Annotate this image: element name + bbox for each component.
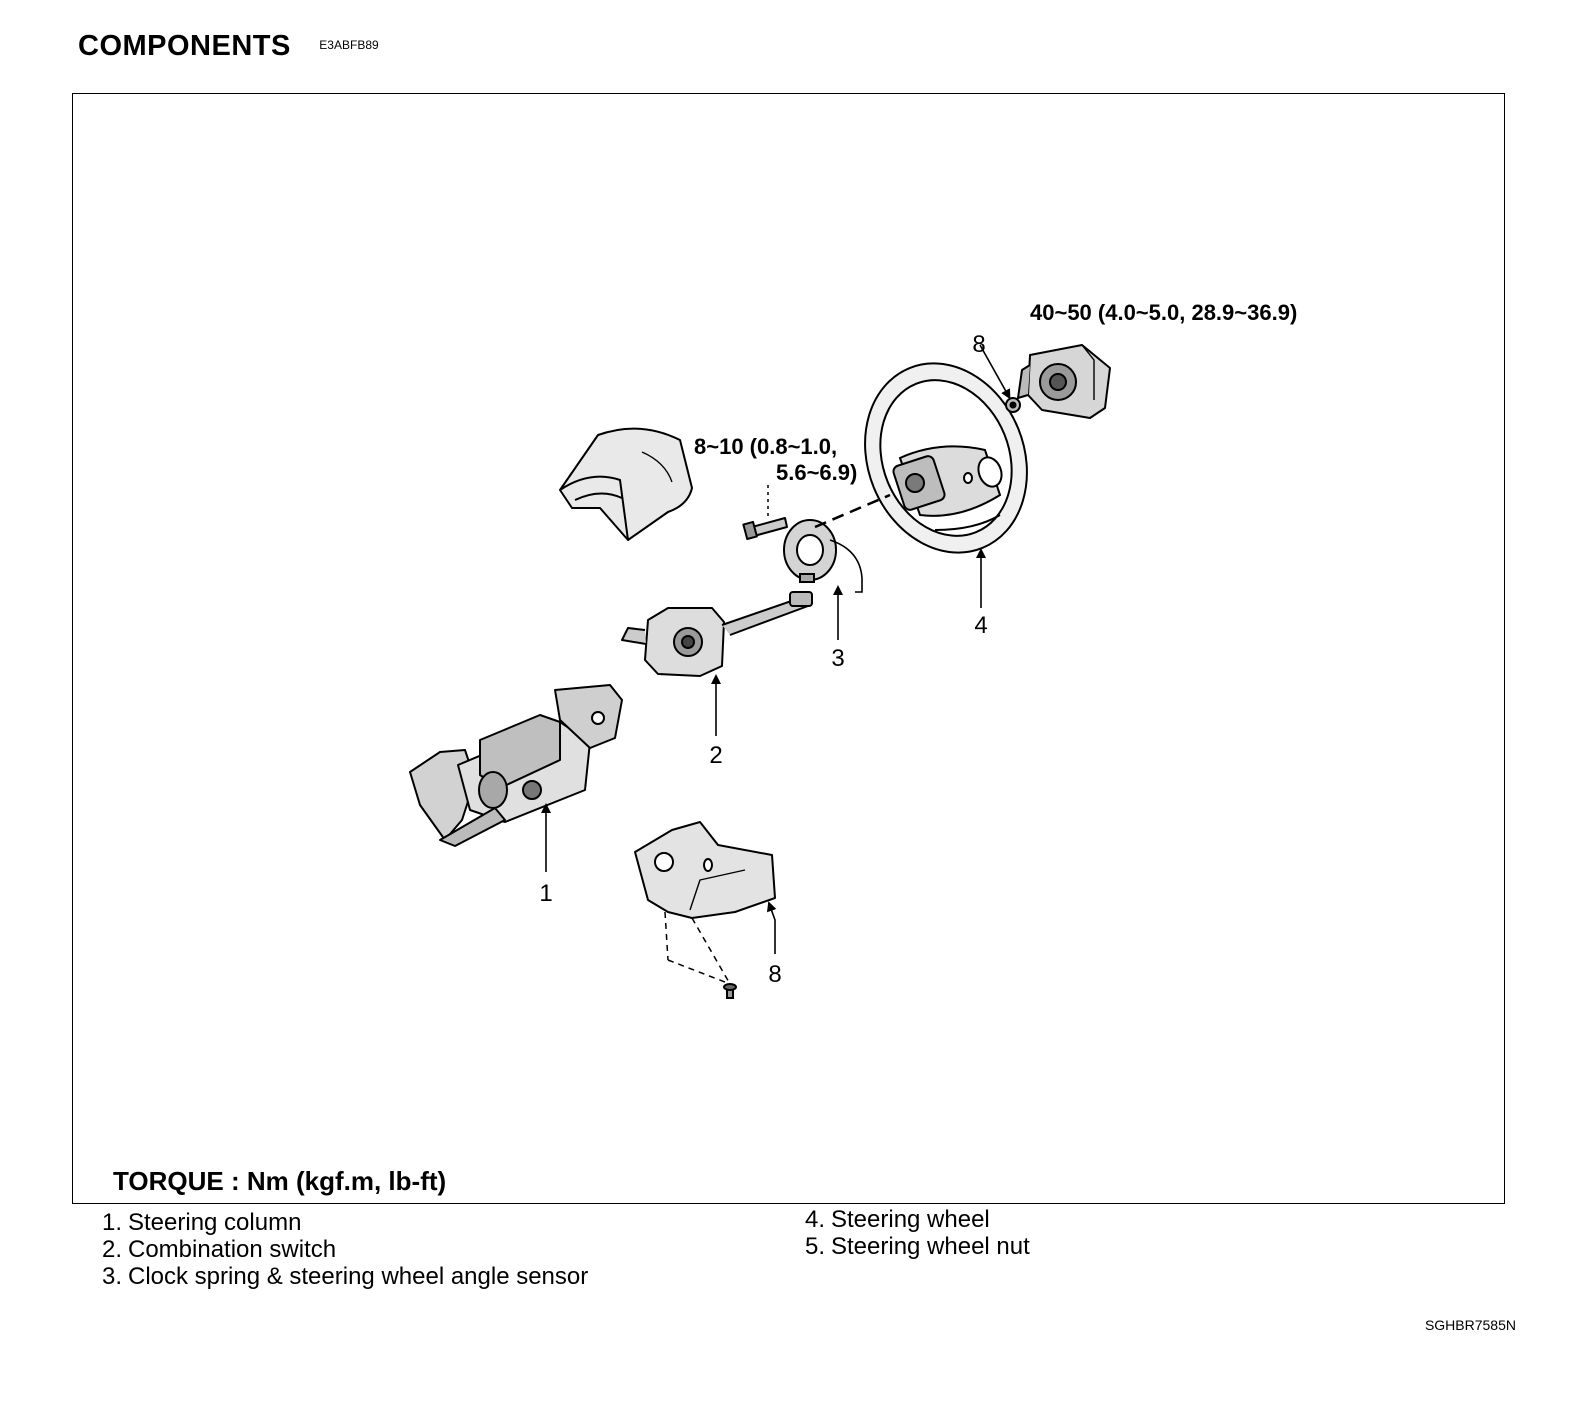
- upper-shroud-drawing: [559, 427, 693, 541]
- legend-number: 3.: [101, 1263, 122, 1290]
- page-heading: COMPONENTS E3ABFB89: [78, 30, 379, 63]
- clock-spring-drawing: [783, 519, 863, 593]
- callout-2: 2: [709, 742, 722, 769]
- torque-spec-bolt-line2: 5.6~6.9): [776, 460, 857, 485]
- torque-spec-bolt-line1: 8~10 (0.8~1.0,: [694, 434, 837, 459]
- torque-unit-label: TORQUE : Nm (kgf.m, lb-ft): [113, 1166, 446, 1196]
- lower-shroud-drawing: [634, 821, 776, 919]
- legend-number: 2.: [101, 1236, 122, 1263]
- figure-frame: [72, 93, 1505, 1204]
- airbag-module-drawing: [1017, 344, 1111, 419]
- callout-1: 1: [539, 880, 552, 907]
- callout-8: 8: [768, 961, 781, 988]
- torque-spec-nut: 40~50 (4.0~5.0, 28.9~36.9): [1030, 300, 1297, 325]
- parts-legend-left: 1. Steering column 2. Combination switch…: [90, 1209, 588, 1290]
- legend-item-5: 5. Steering wheel nut: [793, 1233, 1030, 1260]
- section-code: E3ABFB89: [319, 38, 379, 52]
- legend-item-3: 3. Clock spring & steering wheel angle s…: [90, 1263, 588, 1290]
- parts-legend-right: 4. Steering wheel 5. Steering wheel nut: [793, 1206, 1030, 1260]
- legend-item-2: 2. Combination switch: [90, 1236, 588, 1263]
- legend-number: 4.: [804, 1206, 825, 1233]
- legend-label: Combination switch: [128, 1236, 337, 1263]
- leader-lines: [541, 344, 1011, 954]
- legend-number: 5.: [804, 1233, 825, 1260]
- figure-code: SGHBR7585N: [1424, 1317, 1516, 1333]
- wheel-bolt-drawing: [742, 517, 788, 541]
- legend-label: Clock spring & steering wheel angle sens…: [128, 1263, 589, 1290]
- steering-wheel-drawing: [864, 362, 1028, 554]
- steering-column-drawing: [409, 684, 623, 847]
- callout-5: 8: [972, 331, 985, 358]
- lower-screw-drawing: [723, 983, 737, 999]
- combination-switch-drawing: [621, 591, 813, 677]
- legend-label: Steering wheel: [831, 1206, 990, 1233]
- callout-4: 4: [974, 612, 987, 639]
- legend-item-1: 1. Steering column: [90, 1209, 588, 1236]
- steering-wheel-nut-drawing: [1005, 397, 1021, 413]
- callout-3: 3: [831, 645, 844, 672]
- legend-number: 1.: [101, 1209, 122, 1236]
- legend-item-4: 4. Steering wheel: [793, 1206, 1030, 1233]
- assembly-guide-lines: [664, 485, 891, 985]
- legend-label: Steering column: [128, 1209, 302, 1236]
- page-title: COMPONENTS: [78, 30, 291, 62]
- legend-label: Steering wheel nut: [831, 1233, 1030, 1260]
